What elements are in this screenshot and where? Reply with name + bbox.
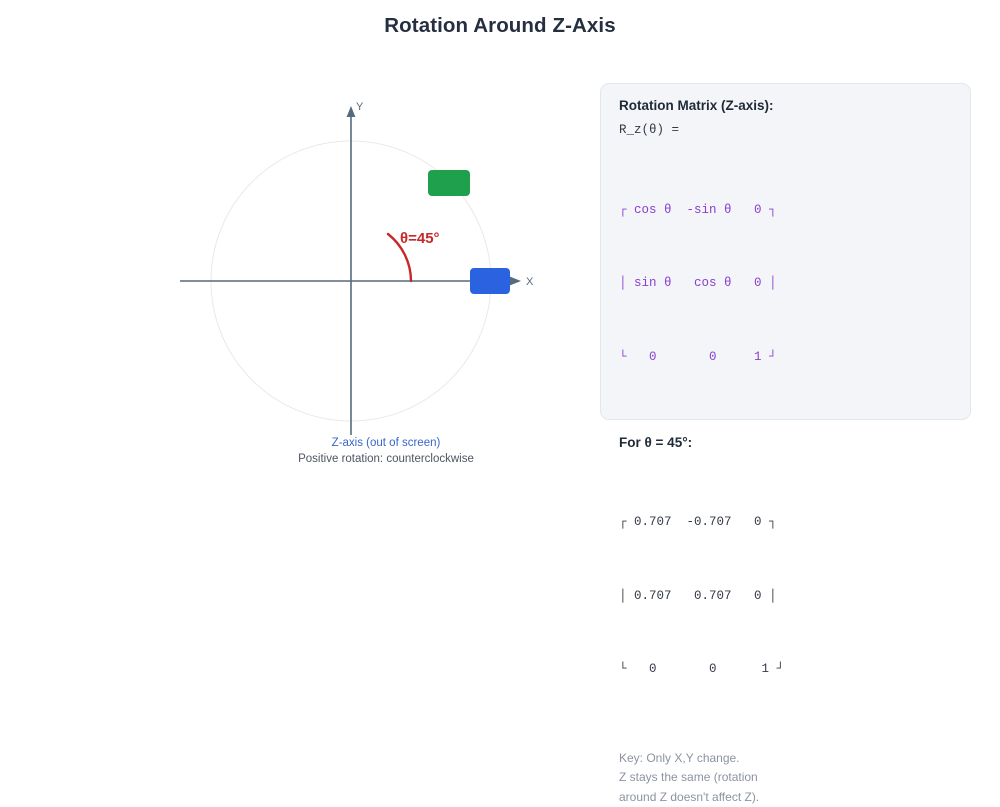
numeric-matrix-row: └ 0 0 1 ┘	[619, 657, 952, 682]
angle-label: θ=45°	[400, 230, 440, 247]
rotated-vector-box[interactable]	[428, 170, 470, 196]
original-vector-box[interactable]	[470, 268, 510, 294]
rotation-matrix-panel: Rotation Matrix (Z-axis): R_z(θ) = ┌ cos…	[600, 83, 971, 420]
x-axis-label: X	[526, 276, 534, 288]
rotation-diagram: Y X θ=45° Z-axis (out of screen) Positiv…	[0, 60, 580, 480]
symbolic-matrix-row: │ sin θ cos θ 0 │	[619, 271, 952, 296]
page-title: Rotation Around Z-Axis	[0, 14, 1000, 38]
key-note: Key: Only X,Y change. Z stays the same (…	[619, 749, 952, 807]
x-axis-arrowhead	[510, 277, 521, 286]
symbolic-matrix-row: ┌ cos θ -sin θ 0 ┐	[619, 198, 952, 223]
y-axis-arrowhead	[347, 106, 356, 117]
symbolic-matrix-row: └ 0 0 1 ┘	[619, 345, 952, 370]
matrix-definition: R_z(θ) =	[619, 124, 952, 137]
numeric-matrix: ┌ 0.707 -0.707 0 ┐ │ 0.707 0.707 0 │ └ 0…	[619, 461, 952, 731]
rotation-direction-note: Positive rotation: counterclockwise	[298, 453, 474, 465]
numeric-matrix-row: │ 0.707 0.707 0 │	[619, 584, 952, 609]
numeric-matrix-row: ┌ 0.707 -0.707 0 ┐	[619, 510, 952, 535]
symbolic-matrix: ┌ cos θ -sin θ 0 ┐ │ sin θ cos θ 0 │ └ 0…	[619, 149, 952, 419]
y-axis-label: Y	[356, 101, 364, 113]
panel-heading-numeric: For θ = 45°:	[619, 435, 952, 450]
z-axis-label: Z-axis (out of screen)	[332, 437, 441, 449]
panel-heading-symbolic: Rotation Matrix (Z-axis):	[619, 98, 952, 113]
